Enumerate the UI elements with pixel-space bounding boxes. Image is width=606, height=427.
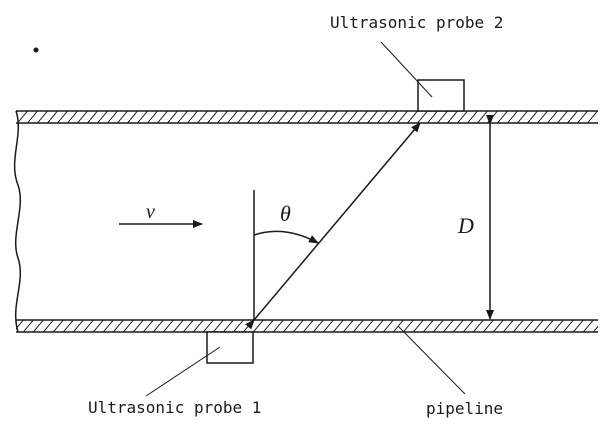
pipe-wall-bottom [16,319,598,333]
ultrasonic-probe-2 [417,79,465,112]
velocity-symbol: v [146,201,155,223]
pipeline-label: pipeline [426,399,503,418]
sound-path-arrow [245,122,421,330]
probe-1-label: Ultrasonic probe 1 [88,398,261,417]
probe-2-label: Ultrasonic probe 2 [330,13,503,32]
pipe-break-line [13,110,22,333]
probe-2-leader-line [380,41,433,98]
angle-symbol: θ [280,201,291,226]
diameter-symbol: D [457,213,474,238]
angle-arc [253,230,319,244]
pipe-wall-top [16,110,598,124]
pipeline-leader-line [397,325,466,395]
ultrasonic-probe-1 [206,331,254,364]
stray-dot-mark [33,47,39,53]
probe-1-leader-line [145,346,221,397]
